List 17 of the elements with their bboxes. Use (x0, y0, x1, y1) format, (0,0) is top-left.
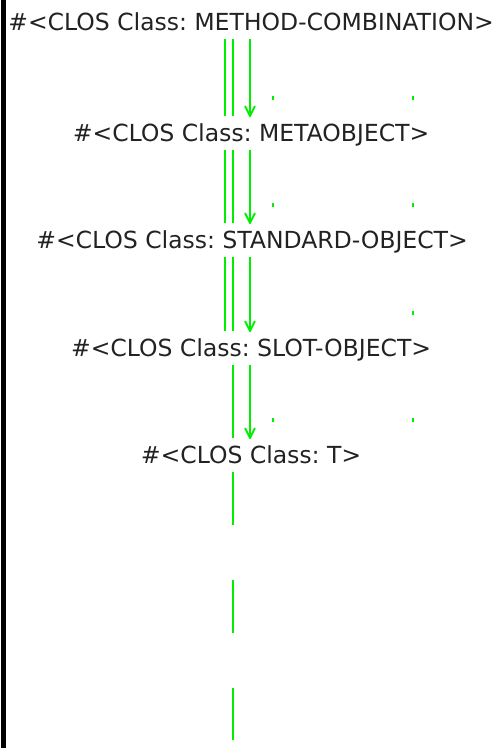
arrow (244, 150, 256, 224)
arrow (244, 365, 256, 439)
connector-line (224, 39, 226, 116)
connector-line (232, 39, 234, 116)
class-label: #<CLOS Class: STANDARD-OBJECT> (36, 225, 468, 255)
class-label: #<CLOS Class: METAOBJECT> (72, 118, 430, 148)
class-label: #<CLOS Class: SLOT-OBJECT> (71, 333, 431, 363)
class-label: #<CLOS Class: METHOD-COMBINATION> (8, 7, 494, 37)
connector-line (224, 257, 226, 331)
connector-line (232, 472, 234, 740)
connector-line (232, 257, 234, 331)
arrow (244, 39, 256, 117)
connector-line (232, 150, 234, 223)
connector-line (224, 150, 226, 223)
connector-line (232, 365, 234, 438)
class-label: #<CLOS Class: T> (140, 440, 362, 470)
arrow (244, 257, 256, 332)
